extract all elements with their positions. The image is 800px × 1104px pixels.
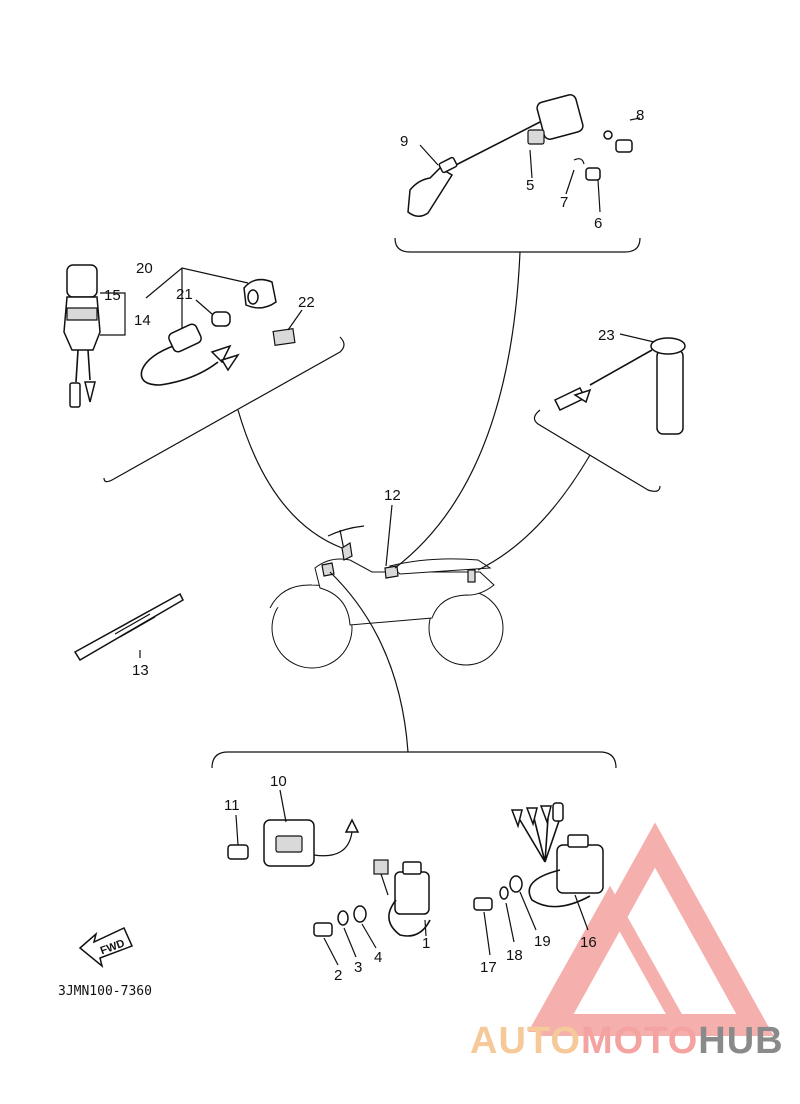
callout-8: 8	[636, 107, 644, 124]
callout-13: 13	[132, 662, 149, 679]
main-switch-knob	[66, 264, 98, 298]
fwd-arrow-icon: FWD	[78, 926, 134, 969]
coil-mount	[527, 129, 545, 145]
grommet-21	[211, 311, 231, 327]
throttle-terminal	[573, 388, 592, 404]
callout-10: 10	[270, 773, 287, 790]
callout-1: 1	[422, 935, 430, 952]
callout-12: 12	[384, 487, 401, 504]
connector-cdi	[373, 859, 389, 875]
throttle-housing	[650, 337, 686, 355]
watermark-text: AUTOMOTOHUB	[470, 1020, 784, 1063]
group-bracket-left	[103, 336, 345, 483]
callout-15: 15	[104, 287, 121, 304]
washer-19	[509, 875, 523, 893]
callout-4: 4	[374, 949, 382, 966]
ignition-coil-group: 5 6 7 8 9	[394, 94, 644, 253]
callout-18: 18	[506, 947, 523, 964]
main-switch-group: 15 14 20 21 22	[63, 260, 345, 483]
ignition-wire-loop	[140, 344, 219, 386]
drawing-code: 3JMN100-7360	[58, 984, 152, 999]
callout-19: 19	[534, 933, 551, 950]
washer-8	[603, 130, 613, 140]
spark-plug-cap-boot	[438, 156, 458, 174]
leader-coil	[394, 251, 521, 569]
callout-5: 5	[526, 177, 534, 194]
callout-22: 22	[298, 294, 315, 311]
throttle-grip	[656, 349, 684, 435]
bolt-17	[473, 897, 493, 911]
callout-20: 20	[136, 260, 153, 277]
main-switch-nut	[66, 307, 98, 321]
group-bracket-right	[533, 409, 661, 492]
atv-body	[314, 558, 495, 626]
ignition-socket	[168, 323, 202, 353]
watermark-part-auto: AUTO	[470, 1020, 581, 1062]
throttle-cable	[589, 349, 653, 386]
marker-switch	[341, 542, 353, 561]
rectifier-16	[556, 844, 604, 894]
wire-terminal-a	[210, 344, 232, 364]
bolt-2	[313, 922, 333, 937]
washer-18	[499, 886, 509, 900]
bolt-11	[227, 844, 249, 860]
marker-throttle	[467, 569, 476, 583]
callout-23: 23	[598, 327, 615, 344]
leader-cdi	[329, 571, 409, 753]
callout-21: 21	[176, 286, 193, 303]
atv-silhouette: 12	[269, 487, 504, 669]
watermark-logo	[528, 822, 774, 1036]
cap-20-opening	[247, 289, 259, 305]
group-bracket-top	[394, 237, 641, 253]
ignition-coil	[536, 94, 584, 140]
callout-3: 3	[354, 959, 362, 976]
callout-6: 6	[594, 215, 602, 232]
callout-7: 7	[560, 194, 568, 211]
clip-7	[573, 158, 585, 165]
switch-connector-a	[69, 382, 81, 408]
leader-switch	[237, 409, 343, 549]
callout-14: 14	[134, 312, 151, 329]
callout-9: 9	[400, 133, 408, 150]
callout-2: 2	[334, 967, 342, 984]
washer-4	[353, 905, 367, 923]
plug-lead	[449, 121, 541, 169]
leader-throttle	[477, 454, 591, 571]
watermark-part-hub: HUB	[698, 1020, 784, 1062]
spark-plug-cap	[407, 167, 454, 217]
bolt-6	[585, 167, 601, 181]
switch-connector-b	[84, 381, 96, 403]
callout-16: 16	[580, 934, 597, 951]
label-22	[272, 327, 296, 347]
main-switch-body	[63, 296, 101, 351]
wire-terminal-b	[220, 353, 240, 372]
bolt-8	[615, 139, 633, 153]
cable-tie: 13	[73, 592, 184, 679]
marker-coil	[384, 565, 399, 579]
throttle-group: 23	[533, 327, 686, 492]
cdi-unit-1	[394, 871, 430, 915]
washer-3	[337, 910, 349, 926]
watermark-part-moto: MOTO	[580, 1020, 699, 1062]
group-bracket-bottom	[211, 751, 617, 769]
callout-11: 11	[224, 797, 240, 814]
cdi-group: 10 11 1 2 3 4 16 17 18 19	[211, 751, 617, 984]
callout-17: 17	[480, 959, 497, 976]
atv-seat	[388, 558, 492, 575]
